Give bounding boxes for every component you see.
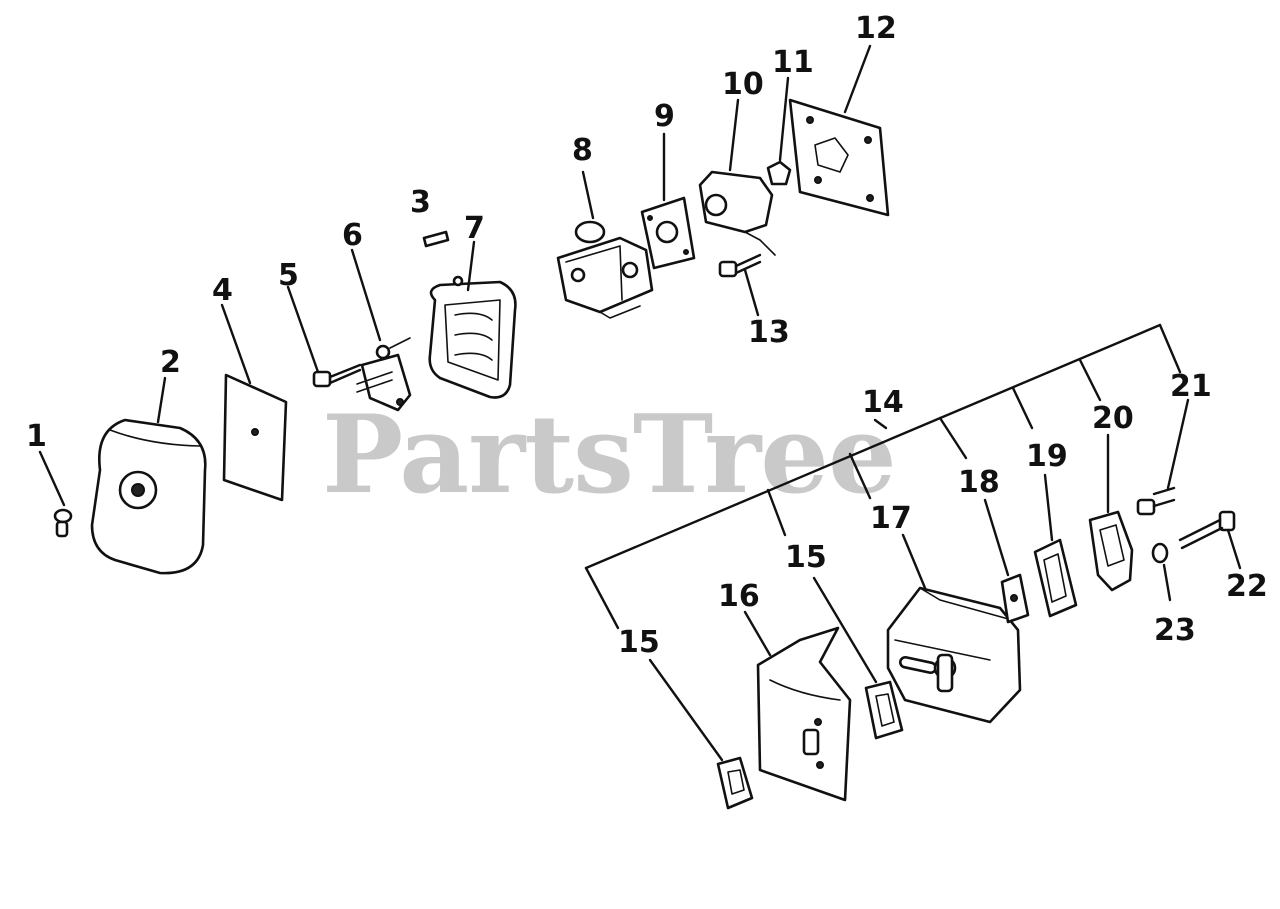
part-11-nut[interactable] — [766, 76, 792, 186]
callout-2: 2 — [160, 345, 181, 380]
part-20-flange[interactable] — [1088, 433, 1134, 592]
part-18-plate[interactable] — [983, 498, 1030, 624]
part-5-screw[interactable] — [286, 285, 362, 388]
part-4-filter-element[interactable] — [220, 303, 288, 502]
callout-4: 4 — [212, 273, 233, 308]
callout-8: 8 — [572, 133, 593, 168]
callout-3: 3 — [410, 185, 431, 220]
part-17-muffler[interactable] — [886, 533, 1022, 724]
callout-9: 9 — [654, 99, 675, 134]
part-3-pin[interactable] — [422, 230, 450, 248]
callout-22: 22 — [1226, 569, 1268, 604]
callout-16: 16 — [718, 579, 760, 614]
part-22-stud[interactable] — [1178, 510, 1242, 570]
callout-12: 12 — [855, 11, 897, 46]
part-19-gasket[interactable] — [1033, 473, 1078, 618]
callout-21: 21 — [1170, 369, 1212, 404]
callout-14: 14 — [862, 385, 904, 420]
callout-18: 18 — [958, 465, 1000, 500]
part-9-gasket[interactable] — [640, 132, 696, 270]
part-21-bolt[interactable] — [1136, 398, 1190, 516]
part-6-bracket[interactable] — [350, 248, 412, 412]
callout-6: 6 — [342, 218, 363, 253]
part-8-carburetor[interactable] — [556, 170, 654, 319]
part-10-insulator[interactable] — [698, 98, 776, 256]
muffler-kit-bracket-line — [584, 323, 1182, 630]
callout-15-b: 15 — [785, 540, 827, 575]
callout-1: 1 — [26, 419, 47, 454]
callout-23: 23 — [1154, 613, 1196, 648]
callout-17: 17 — [870, 501, 912, 536]
callout-7: 7 — [464, 211, 485, 246]
callout-10: 10 — [722, 67, 764, 102]
part-23-washer[interactable] — [1151, 542, 1172, 602]
part-16-heat-shield[interactable] — [743, 610, 852, 802]
part-15-gasket-b[interactable] — [812, 576, 904, 740]
part-1-wing-nut[interactable] — [38, 450, 73, 538]
callout-11: 11 — [772, 45, 814, 80]
callout-20: 20 — [1092, 401, 1134, 436]
callout-15-a: 15 — [618, 625, 660, 660]
part-2-air-cover[interactable] — [90, 376, 207, 575]
part-13-bolt[interactable] — [718, 253, 762, 317]
callout-13: 13 — [748, 315, 790, 350]
part-12-gasket-plate[interactable] — [788, 44, 890, 217]
callout-5: 5 — [278, 258, 299, 293]
callout-19: 19 — [1026, 439, 1068, 474]
part-7-intake-housing[interactable] — [428, 240, 517, 399]
part-15-gasket-a[interactable] — [648, 658, 754, 810]
